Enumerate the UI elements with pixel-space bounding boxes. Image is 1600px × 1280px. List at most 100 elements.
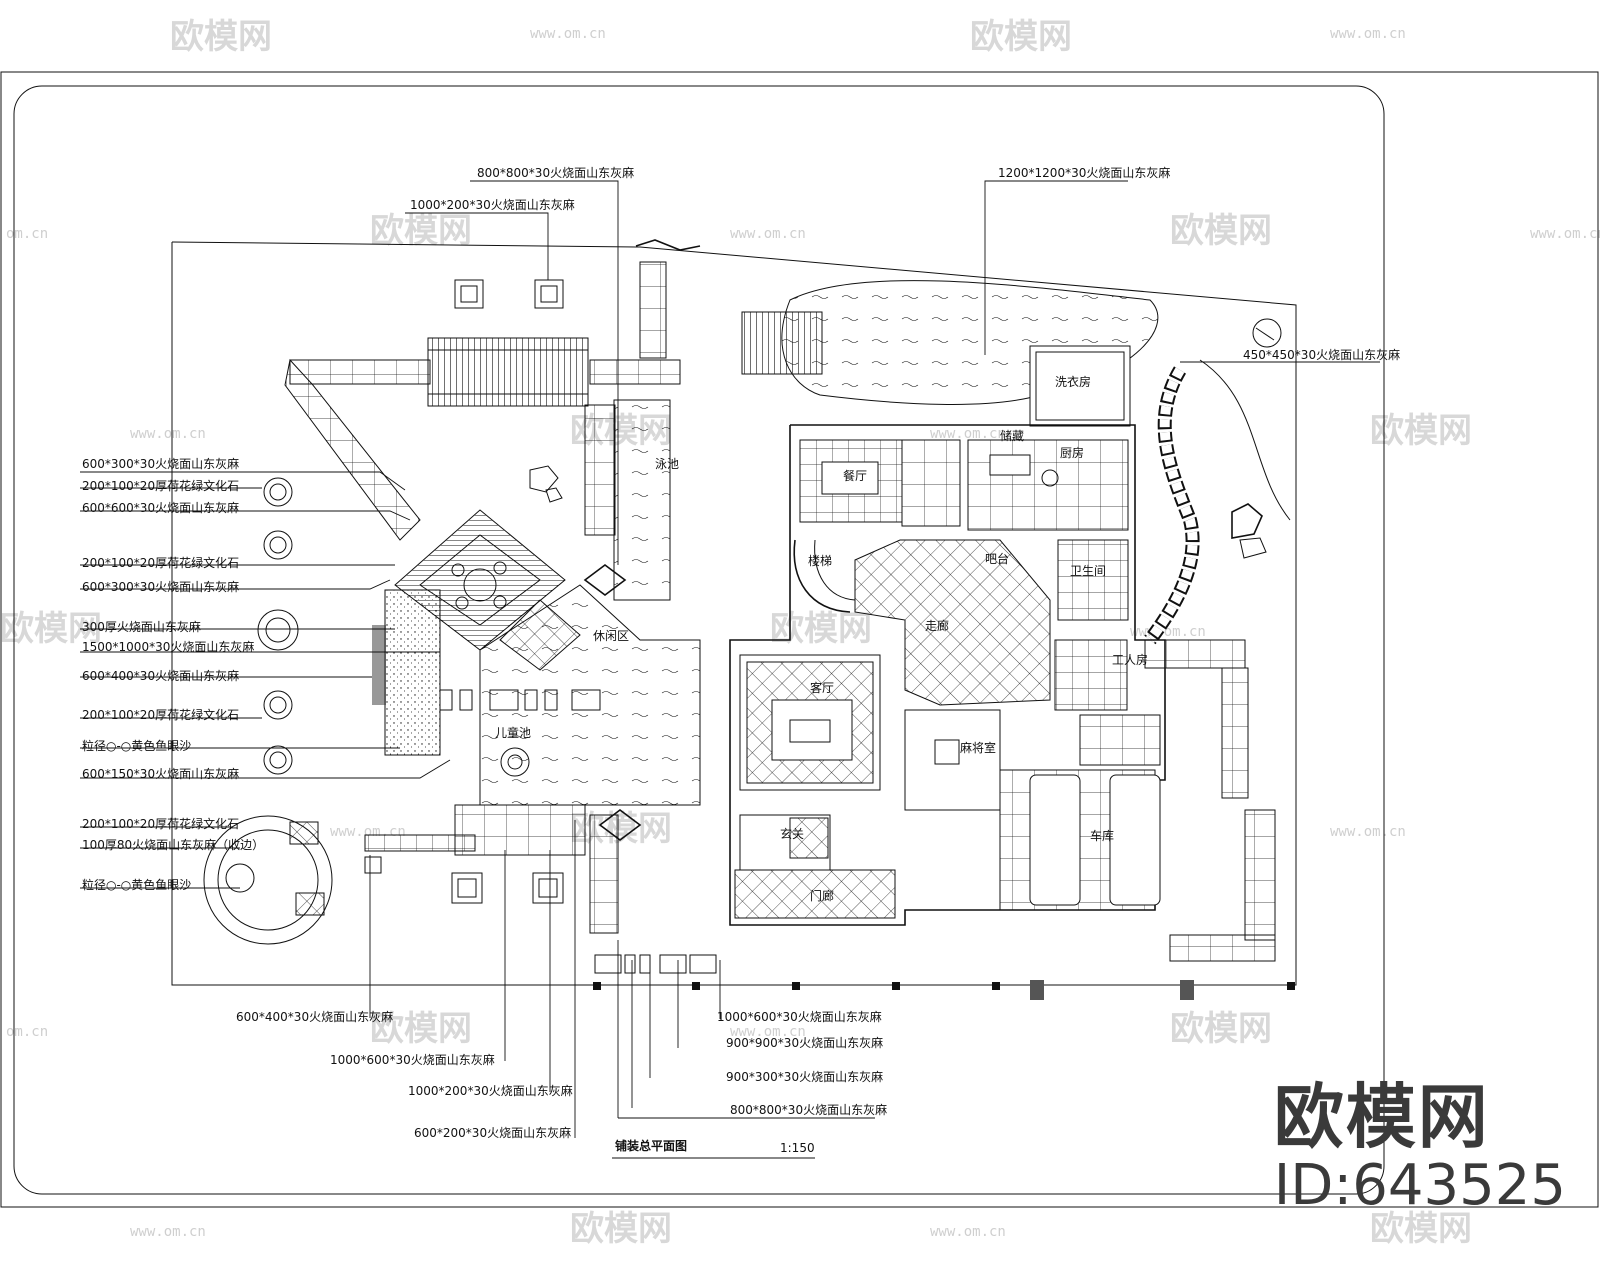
callout-labels-left: 600*300*30火烧面山东灰麻 200*100*20厚荷花绿文化石 600*… <box>82 456 264 892</box>
room-label: 儿童池 <box>495 725 531 740</box>
gravel-bed <box>384 589 441 756</box>
callout-label: 粒径○-○黄色鱼眼沙 <box>82 738 191 753</box>
watermark-url: om.cn <box>6 226 48 242</box>
room-label: 泳池 <box>655 457 679 471</box>
callout-label: 600*400*30火烧面山东灰麻 <box>82 668 239 683</box>
callout-label: 1000*600*30火烧面山东灰麻 <box>717 1009 882 1024</box>
room-label: 麻将室 <box>960 740 996 755</box>
watermark-brand: 欧模网 <box>170 17 272 57</box>
callout-label: 粒径○-○黄色鱼眼沙 <box>82 877 191 892</box>
callout-label: 200*100*20厚荷花绿文化石 <box>82 478 239 493</box>
callout-leaders <box>80 180 1380 1138</box>
drawing-scale: 1:150 <box>780 1141 815 1155</box>
watermark-brand: 欧模网 <box>1170 1009 1272 1049</box>
living-room <box>739 654 881 791</box>
foyer-tile-diagonal <box>854 539 1051 706</box>
callout-label: 800*800*30火烧面山东灰麻 <box>477 165 634 180</box>
callout-label: 1000*600*30火烧面山东灰麻 <box>330 1052 495 1067</box>
callout-label: 600*200*30火烧面山东灰麻 <box>414 1125 571 1140</box>
callout-label: 600*300*30火烧面山东灰麻 <box>82 579 239 594</box>
round-stepping-stones <box>257 477 299 775</box>
room-labels: 餐厅 厨房 洗衣房 储藏 楼梯 走廊 吧台 工人房 卫生间 客厅 麻将室 车库 … <box>495 374 1148 903</box>
callout-label: 1000*200*30火烧面山东灰麻 <box>408 1083 573 1098</box>
staircase <box>793 539 856 613</box>
stepping-path <box>284 261 681 541</box>
watermark-url: www.om.cn <box>130 1224 206 1240</box>
site-boundary <box>171 239 1297 986</box>
bathroom <box>1057 539 1129 621</box>
watermark-brand: 欧模网 <box>370 1009 472 1049</box>
watermark-brand: 欧模网 <box>970 17 1072 57</box>
callout-label: 600*150*30火烧面山东灰麻 <box>82 766 239 781</box>
room-label: 餐厅 <box>843 468 867 483</box>
callout-label: 200*100*20厚荷花绿文化石 <box>82 816 239 831</box>
room-label: 厨房 <box>1060 445 1084 460</box>
boundary-posts <box>593 980 1295 1000</box>
stone-steps-row <box>364 804 619 934</box>
drawing-title: 铺装总平面图 <box>615 1138 687 1153</box>
watermark-url: www.om.cn <box>1330 824 1406 840</box>
room-label: 走廊 <box>925 618 949 633</box>
lawn-pool <box>741 280 1282 427</box>
callout-label: 600*300*30火烧面山东灰麻 <box>82 456 239 471</box>
brand-name: 欧模网 <box>1273 1076 1490 1158</box>
outer-frame <box>0 71 1599 1208</box>
room-label: 洗衣房 <box>1055 374 1091 389</box>
watermark-url: www.om.cn <box>730 226 806 242</box>
brand-watermark-logo: 欧模网 ID:643525 <box>1274 1082 1566 1214</box>
room-label: 工人房 <box>1112 652 1148 667</box>
dining-room <box>799 439 961 527</box>
pool-walk <box>613 399 671 601</box>
watermark-url: www.om.cn <box>730 1024 806 1040</box>
callout-labels-top: 800*800*30火烧面山东灰麻 1000*200*30火烧面山东灰麻 120… <box>410 165 1400 362</box>
watermark-brand: 欧模网 <box>1170 211 1272 251</box>
brand-id: ID:643525 <box>1273 1153 1566 1218</box>
garage <box>999 769 1161 911</box>
watermark-url: www.om.cn <box>930 1224 1006 1240</box>
callout-label: 600*600*30火烧面山东灰麻 <box>82 500 239 515</box>
pillar-planters <box>451 279 564 904</box>
pergola <box>427 337 589 407</box>
watermark-url: www.om.cn <box>130 426 206 442</box>
callout-label: 600*400*30火烧面山东灰麻 <box>236 1009 393 1024</box>
callout-label: 450*450*30火烧面山东灰麻 <box>1243 347 1400 362</box>
watermark-url: www.om.cn <box>1530 226 1600 242</box>
callout-label: 1200*1200*30火烧面山东灰麻 <box>998 165 1170 180</box>
watermark-url: www.om.cn <box>1330 26 1406 42</box>
room-label: 休闲区 <box>593 629 629 643</box>
watermark-url: www.om.cn <box>1130 624 1206 640</box>
room-label: 楼梯 <box>808 553 832 568</box>
callout-labels-bottom: 600*400*30火烧面山东灰麻 1000*600*30火烧面山东灰麻 100… <box>236 1009 887 1140</box>
watermark-brand: 欧模网 <box>1370 411 1472 451</box>
edge-stone <box>372 625 386 705</box>
servant-room <box>1054 639 1128 711</box>
callout-label: 300厚火烧面山东灰麻 <box>82 619 201 634</box>
round-patio <box>203 815 333 945</box>
room-label: 门廊 <box>810 888 834 903</box>
room-label: 车库 <box>1090 828 1114 843</box>
callout-label: 200*100*20厚荷花绿文化石 <box>82 707 239 722</box>
callout-label: 100厚80火烧面山东灰麻（收边） <box>82 837 264 852</box>
mahjong-room <box>904 709 1001 811</box>
room-label: 储藏 <box>1000 428 1024 443</box>
callout-label: 1000*200*30火烧面山东灰麻 <box>410 197 575 212</box>
watermark-url: om.cn <box>6 1024 48 1040</box>
room-label: 玄关 <box>780 826 804 841</box>
kitchen <box>967 439 1129 531</box>
watermark-brand: 欧模网 <box>570 1209 672 1249</box>
porch <box>734 814 896 919</box>
winding-path <box>1144 359 1291 645</box>
watermark-brand: 欧模网 <box>770 609 872 649</box>
diamond-marker <box>583 564 627 596</box>
drawing-title-block: 铺装总平面图 1:150 <box>612 1138 815 1159</box>
watermark-url: www.om.cn <box>530 26 606 42</box>
callout-label: 900*300*30火烧面山东灰麻 <box>726 1069 883 1084</box>
room-label: 客厅 <box>810 680 834 695</box>
entry-steps <box>594 954 717 974</box>
room-label: 吧台 <box>985 551 1009 566</box>
rock-cluster <box>529 465 1267 559</box>
watermark-layer: 欧模网 www.om.cn 欧模网 www.om.cn om.cn 欧模网 ww… <box>0 17 1600 1249</box>
callout-label: 200*100*20厚荷花绿文化石 <box>82 555 239 570</box>
callout-label: 900*900*30火烧面山东灰麻 <box>726 1035 883 1050</box>
